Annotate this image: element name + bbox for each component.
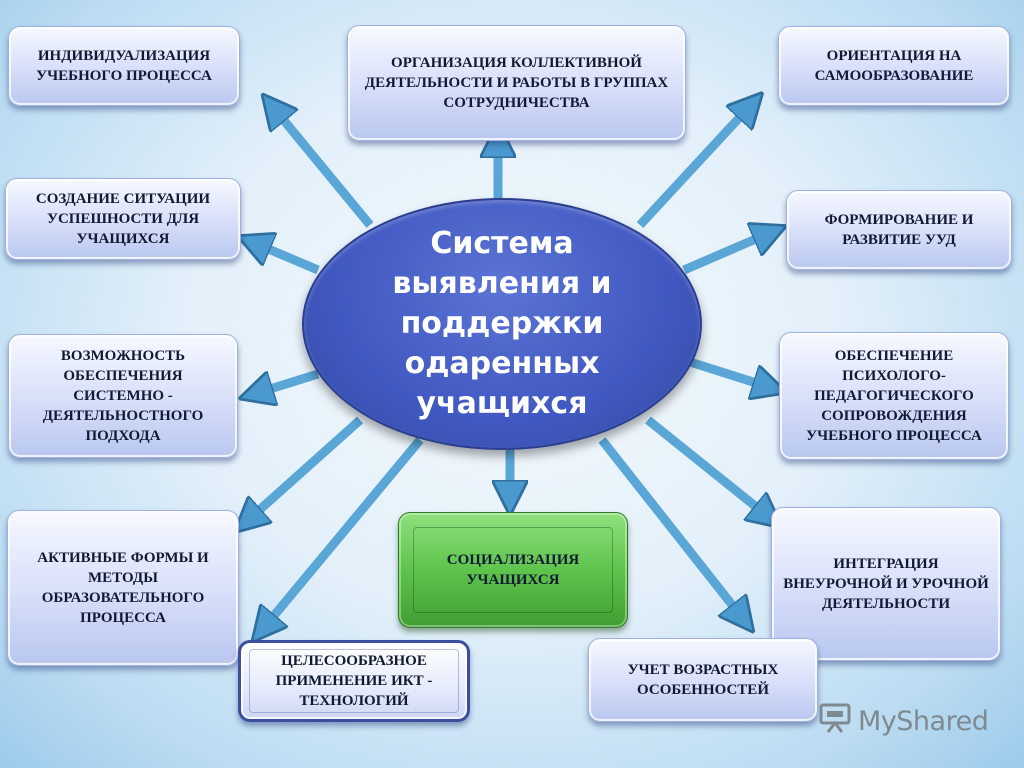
presentation-board-icon bbox=[818, 703, 852, 740]
arrow-ict bbox=[262, 437, 424, 630]
arrow-system-activity bbox=[254, 369, 320, 394]
box-age-label: УЧЕТ ВОЗРАСТНЫХ ОСОБЕННОСТЕЙ bbox=[627, 662, 779, 698]
central-ellipse: Система выявления и поддержки одаренных … bbox=[302, 198, 702, 450]
box-ict-frame bbox=[249, 649, 459, 713]
box-self-education: ОРИЕНТАЦИЯ НА САМООБРАЗОВАНИЕ bbox=[778, 26, 1010, 106]
arrow-uud bbox=[682, 232, 772, 275]
arrow-psych-support bbox=[688, 357, 772, 388]
box-collective-label: ОРГАНИЗАЦИЯ КОЛЛЕКТИВНОЙ ДЕЯТЕЛЬНОСТИ И … bbox=[364, 55, 669, 111]
box-age: УЧЕТ ВОЗРАСТНЫХ ОСОБЕННОСТЕЙ bbox=[588, 638, 818, 722]
central-title: Система выявления и поддержки одаренных … bbox=[392, 226, 612, 421]
arrow-age bbox=[598, 437, 744, 620]
box-success-label: СОЗДАНИЕ СИТУАЦИИ УСПЕШНОСТИ ДЛЯ УЧАЩИХС… bbox=[35, 191, 211, 247]
box-system-activity: ВОЗМОЖНОСТЬ ОБЕСПЕЧЕНИЯ СИСТЕМНО - ДЕЯТЕ… bbox=[8, 334, 238, 458]
arrow-self-education bbox=[636, 104, 752, 229]
box-success: СОЗДАНИЕ СИТУАЦИИ УСПЕШНОСТИ ДЛЯ УЧАЩИХС… bbox=[5, 178, 241, 260]
box-self-education-label: ОРИЕНТАЦИЯ НА САМООБРАЗОВАНИЕ bbox=[814, 48, 974, 84]
box-uud-label: ФОРМИРОВАНИЕ И РАЗВИТИЕ УУД bbox=[824, 212, 974, 248]
box-system-activity-label: ВОЗМОЖНОСТЬ ОБЕСПЕЧЕНИЯ СИСТЕМНО - ДЕЯТЕ… bbox=[42, 348, 204, 444]
box-psych-support: ОБЕСПЕЧЕНИЕ ПСИХОЛОГО-ПЕДАГОГИЧЕСКОГО СО… bbox=[779, 332, 1009, 460]
watermark-text: MyShared bbox=[858, 706, 989, 737]
arrow-success bbox=[252, 242, 320, 275]
box-integration-label: ИНТЕГРАЦИЯ ВНЕУРОЧНОЙ И УРОЧНОЙ ДЕЯТЕЛЬН… bbox=[783, 556, 989, 612]
arrow-active-forms bbox=[246, 416, 364, 522]
box-active-forms: АКТИВНЫЕ ФОРМЫ И МЕТОДЫ ОБРАЗОВАТЕЛЬНОГО… bbox=[7, 510, 239, 666]
arrow-individualization bbox=[272, 106, 374, 228]
box-socialization: СОЦИАЛИЗАЦИЯ УЧАЩИХСЯ bbox=[398, 512, 628, 628]
box-individualization-label: ИНДИВИДУАЛИЗАЦИЯ УЧЕБНОГО ПРОЦЕССА bbox=[36, 48, 212, 84]
box-ict-label: ЦЕЛЕСООБРАЗНОЕ ПРИМЕНЕНИЕ ИКТ - ТЕХНОЛОГ… bbox=[275, 653, 433, 709]
box-socialization-frame bbox=[413, 527, 613, 613]
arrow-integration bbox=[645, 416, 770, 518]
box-integration: ИНТЕГРАЦИЯ ВНЕУРОЧНОЙ И УРОЧНОЙ ДЕЯТЕЛЬН… bbox=[771, 507, 1001, 661]
box-socialization-label: СОЦИАЛИЗАЦИЯ УЧАЩИХСЯ bbox=[446, 552, 580, 588]
box-active-forms-label: АКТИВНЫЕ ФОРМЫ И МЕТОДЫ ОБРАЗОВАТЕЛЬНОГО… bbox=[37, 550, 209, 626]
box-ict: ЦЕЛЕСООБРАЗНОЕ ПРИМЕНЕНИЕ ИКТ - ТЕХНОЛОГ… bbox=[238, 640, 470, 722]
watermark: MyShared bbox=[818, 703, 989, 740]
box-collective: ОРГАНИЗАЦИЯ КОЛЛЕКТИВНОЙ ДЕЯТЕЛЬНОСТИ И … bbox=[347, 25, 686, 141]
box-individualization: ИНДИВИДУАЛИЗАЦИЯ УЧЕБНОГО ПРОЦЕССА bbox=[8, 26, 240, 106]
box-psych-support-label: ОБЕСПЕЧЕНИЕ ПСИХОЛОГО-ПЕДАГОГИЧЕСКОГО СО… bbox=[806, 348, 982, 444]
box-uud: ФОРМИРОВАНИЕ И РАЗВИТИЕ УУД bbox=[786, 190, 1012, 270]
